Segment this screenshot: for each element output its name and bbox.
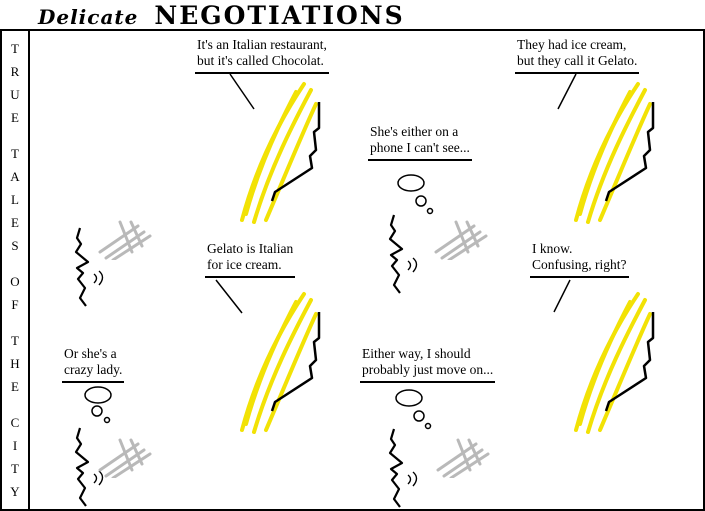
blonde-figure-top-right bbox=[552, 80, 662, 225]
sidebar-letter: T bbox=[11, 333, 19, 348]
sidebar-letter: T bbox=[11, 146, 19, 161]
blonde-figure-bottom-left bbox=[218, 290, 328, 435]
gray-sketch-mid-center bbox=[434, 220, 489, 260]
gray-sketch-bottom-center bbox=[436, 438, 491, 478]
sidebar-letter: R bbox=[10, 64, 20, 79]
caption-line: Gelato is Italian bbox=[207, 241, 294, 256]
gray-sketch-mid-left bbox=[98, 220, 153, 260]
sidebar-letter: L bbox=[11, 192, 19, 207]
thought-caption-middle: She's either on a phone I can't see... bbox=[368, 124, 472, 161]
blonde-figure-top-left bbox=[218, 80, 328, 225]
sidebar-letter: A bbox=[10, 169, 20, 184]
speech-pointer-top-right bbox=[557, 73, 577, 110]
caption-line: It's an Italian restaurant, bbox=[197, 37, 327, 52]
sidebar-letter: C bbox=[10, 415, 20, 430]
sidebar-letter: Y bbox=[10, 484, 20, 499]
caption-line: They had ice cream, bbox=[517, 37, 627, 52]
speech-caption-top-left: It's an Italian restaurant, but it's cal… bbox=[195, 37, 329, 74]
caption-line: phone I can't see... bbox=[370, 140, 470, 155]
caption-line: but it's called Chocolat. bbox=[197, 53, 324, 68]
thought-trail-middle bbox=[395, 172, 440, 217]
caption-line: crazy lady. bbox=[64, 362, 123, 377]
caption-line: Or she's a bbox=[64, 346, 117, 361]
sidebar-letter: S bbox=[11, 238, 19, 253]
thought-caption-bottom: Either way, I should probably just move … bbox=[360, 346, 496, 383]
speech-pointer-top-left bbox=[229, 73, 255, 110]
title-main-word: NEGOTIATIONS bbox=[154, 1, 405, 30]
title-script-word: Delicate bbox=[38, 5, 139, 29]
caption-line: probably just move on... bbox=[362, 362, 494, 377]
sidebar-letter: T bbox=[11, 41, 19, 56]
thought-trail-left bbox=[82, 384, 127, 429]
caption-line: but they call it Gelato. bbox=[517, 53, 638, 68]
sidebar-letter: T bbox=[11, 461, 19, 476]
gray-sketch-bottom-left bbox=[98, 438, 153, 478]
sidebar-letter: E bbox=[11, 215, 19, 230]
sidebar-letter: O bbox=[10, 274, 20, 289]
speech-pointer-bottom-right bbox=[553, 279, 571, 313]
caption-line: for ice cream. bbox=[207, 257, 282, 272]
thought-caption-left: Or she's a crazy lady. bbox=[62, 346, 125, 383]
sidebar-letter: U bbox=[10, 87, 20, 102]
sidebar-letter: E bbox=[11, 379, 19, 394]
caption-line: Either way, I should bbox=[362, 346, 471, 361]
caption-line: I know. bbox=[532, 241, 573, 256]
narrator-figure-bottom-center bbox=[378, 427, 423, 509]
speech-pointer-bottom-left bbox=[215, 279, 243, 314]
comic-title: Delicate NEGOTIATIONS bbox=[0, 0, 705, 30]
sidebar-letter: H bbox=[10, 356, 20, 371]
sidebar-letter: E bbox=[11, 110, 19, 125]
sidebar-letter: F bbox=[11, 297, 19, 312]
comic-frame bbox=[0, 29, 705, 511]
sidebar-letter: I bbox=[12, 438, 18, 453]
speech-caption-bottom-left: Gelato is Italian for ice cream. bbox=[205, 241, 296, 278]
caption-line: She's either on a bbox=[370, 124, 459, 139]
thought-trail-bottom bbox=[393, 387, 438, 432]
caption-line: Confusing, right? bbox=[532, 257, 627, 272]
speech-caption-top-right: They had ice cream, but they call it Gel… bbox=[515, 37, 640, 74]
narrator-figure-mid-center bbox=[378, 213, 423, 295]
speech-caption-bottom-right: I know. Confusing, right? bbox=[530, 241, 629, 278]
blonde-figure-bottom-right bbox=[552, 290, 662, 435]
